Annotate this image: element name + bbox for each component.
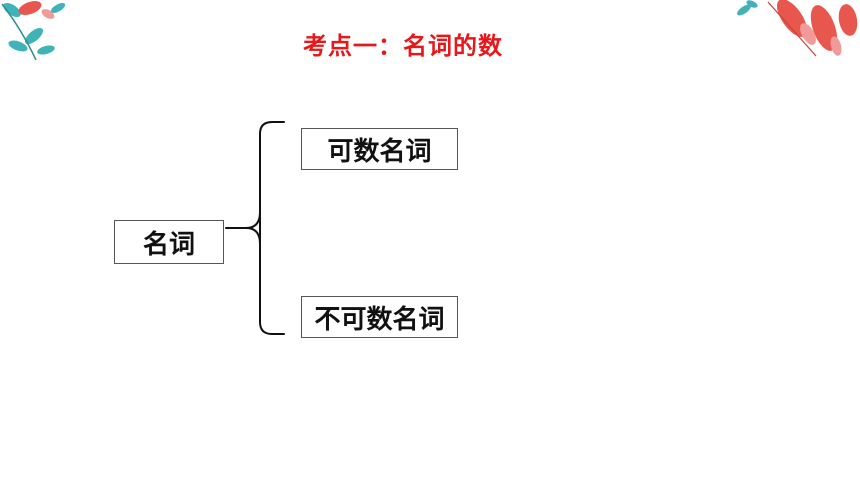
countable-noun-label: 可数名词 <box>327 136 432 167</box>
leaf-decoration-top-left <box>1 1 66 61</box>
root-term-label: 名词 <box>142 229 195 260</box>
countable-noun-box: 可数名词 <box>301 128 458 170</box>
uncountable-noun-box: 不可数名词 <box>301 296 458 338</box>
leaf-decoration-top-right <box>737 0 858 57</box>
uncountable-noun-label: 不可数名词 <box>314 304 445 335</box>
slide-title: 考点一：名词的数 <box>303 32 503 60</box>
root-term-box: 名词 <box>114 220 224 264</box>
